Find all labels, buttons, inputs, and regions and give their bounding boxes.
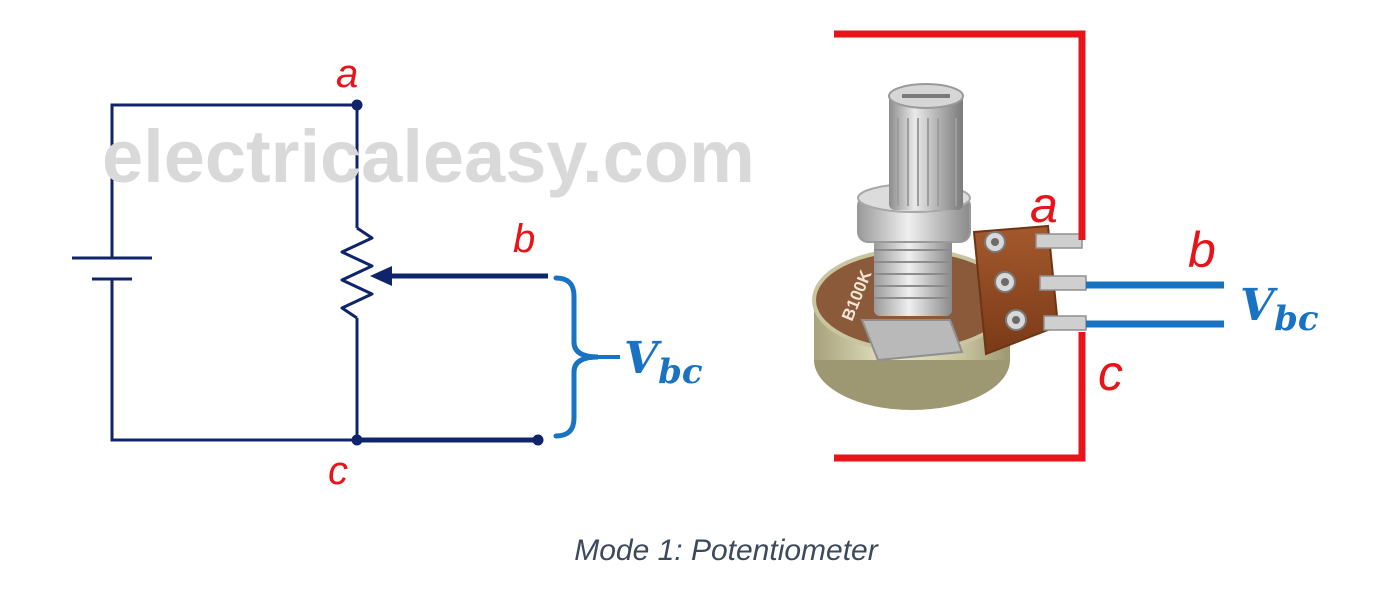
label-pin-a: a [1030,177,1058,233]
label-vbc-main: V [624,333,662,384]
red-wire-c [834,332,1086,462]
resistor-zigzag [340,226,374,320]
wire-bottom [110,280,357,442]
circuit-schematic: a b c Vbc [72,52,703,493]
label-vbc-component: Vbc [1240,280,1319,339]
label-vbc-schematic: Vbc [624,333,703,392]
label-vbc-comp-main: V [1240,280,1278,331]
pot-terminal-c [1005,309,1087,331]
pot-terminal-a [984,231,1083,253]
pot-mount-bracket [860,319,964,362]
red-wire-a [834,30,1086,240]
node-c-dot [351,434,363,446]
wire-top [110,103,357,257]
label-pin-c: c [1098,345,1123,401]
label-node-a: a [336,52,358,96]
label-pin-b: b [1188,222,1216,278]
potentiometer-component: B100K [812,30,1319,462]
label-node-c: c [328,449,348,493]
pot-bushing [874,238,952,316]
diagram-caption: Mode 1: Potentiometer [574,534,879,567]
voltage-brace [553,275,599,439]
watermark-text: electricaleasy.com [102,115,755,198]
wiper-arrow-head [370,266,392,286]
node-a-dot [351,99,363,111]
pot-terminal-b [994,271,1087,293]
label-vbc-sub: bc [658,352,703,392]
output-c-dot [532,434,544,446]
label-vbc-comp-sub: bc [1274,299,1319,339]
pot-shaft [889,92,963,210]
label-node-b: b [513,217,535,261]
